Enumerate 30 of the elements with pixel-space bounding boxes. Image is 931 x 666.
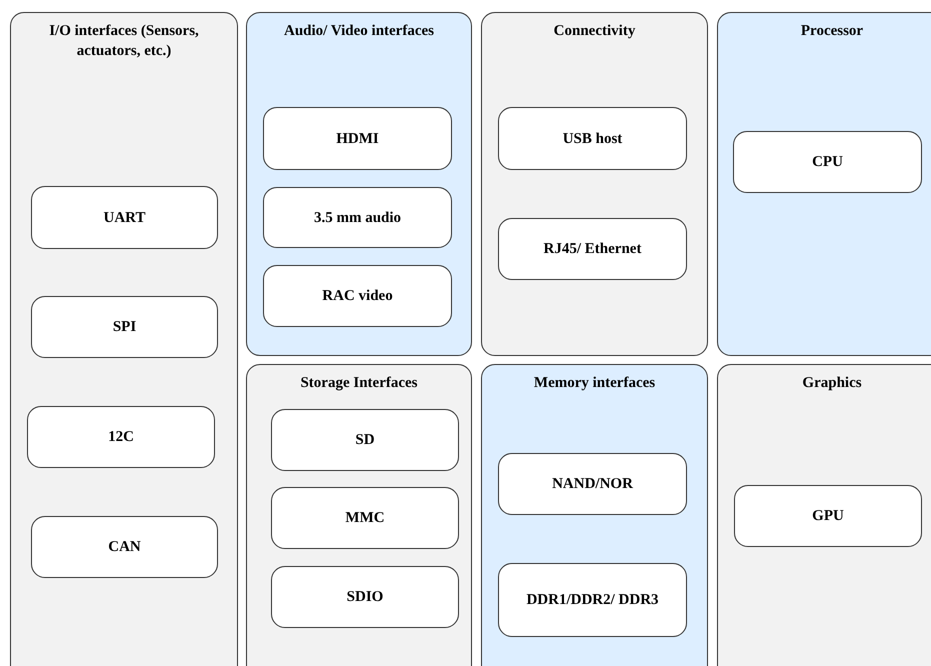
interface-box: 3.5 mm audio [263,187,452,248]
panel-title: Graphics [801,374,863,393]
group-panel [246,12,472,356]
interface-box: CAN [31,516,218,578]
group-panel [717,12,931,356]
interface-box: RAC video [263,265,452,327]
group-panel [481,364,708,666]
interface-box: 12C [27,406,215,468]
interface-box: SD [271,409,459,471]
panel-title: Storage Interfaces [299,374,419,393]
interface-box: CPU [733,131,922,193]
interface-box: USB host [498,107,687,170]
panel-title: Processor [800,22,864,41]
group-panel [717,364,931,666]
interface-box: SDIO [271,566,459,628]
interface-box: GPU [734,485,922,547]
group-panel [246,364,472,666]
group-panel [10,12,238,666]
interface-box: NAND/NOR [498,453,687,515]
panel-title: Audio/ Video interfaces [283,22,435,41]
group-panel [481,12,708,356]
interface-box: SPI [31,296,218,358]
panel-title: Connectivity [552,22,636,41]
interface-box: HDMI [263,107,452,170]
interface-box: RJ45/ Ethernet [498,218,687,280]
panel-title: I/O interfaces (Sensors, actuators, etc.) [48,22,200,61]
interface-box: DDR1/DDR2/ DDR3 [498,563,687,637]
panel-title: Memory interfaces [532,374,656,393]
interface-box: UART [31,186,218,249]
interface-box: MMC [271,487,459,549]
